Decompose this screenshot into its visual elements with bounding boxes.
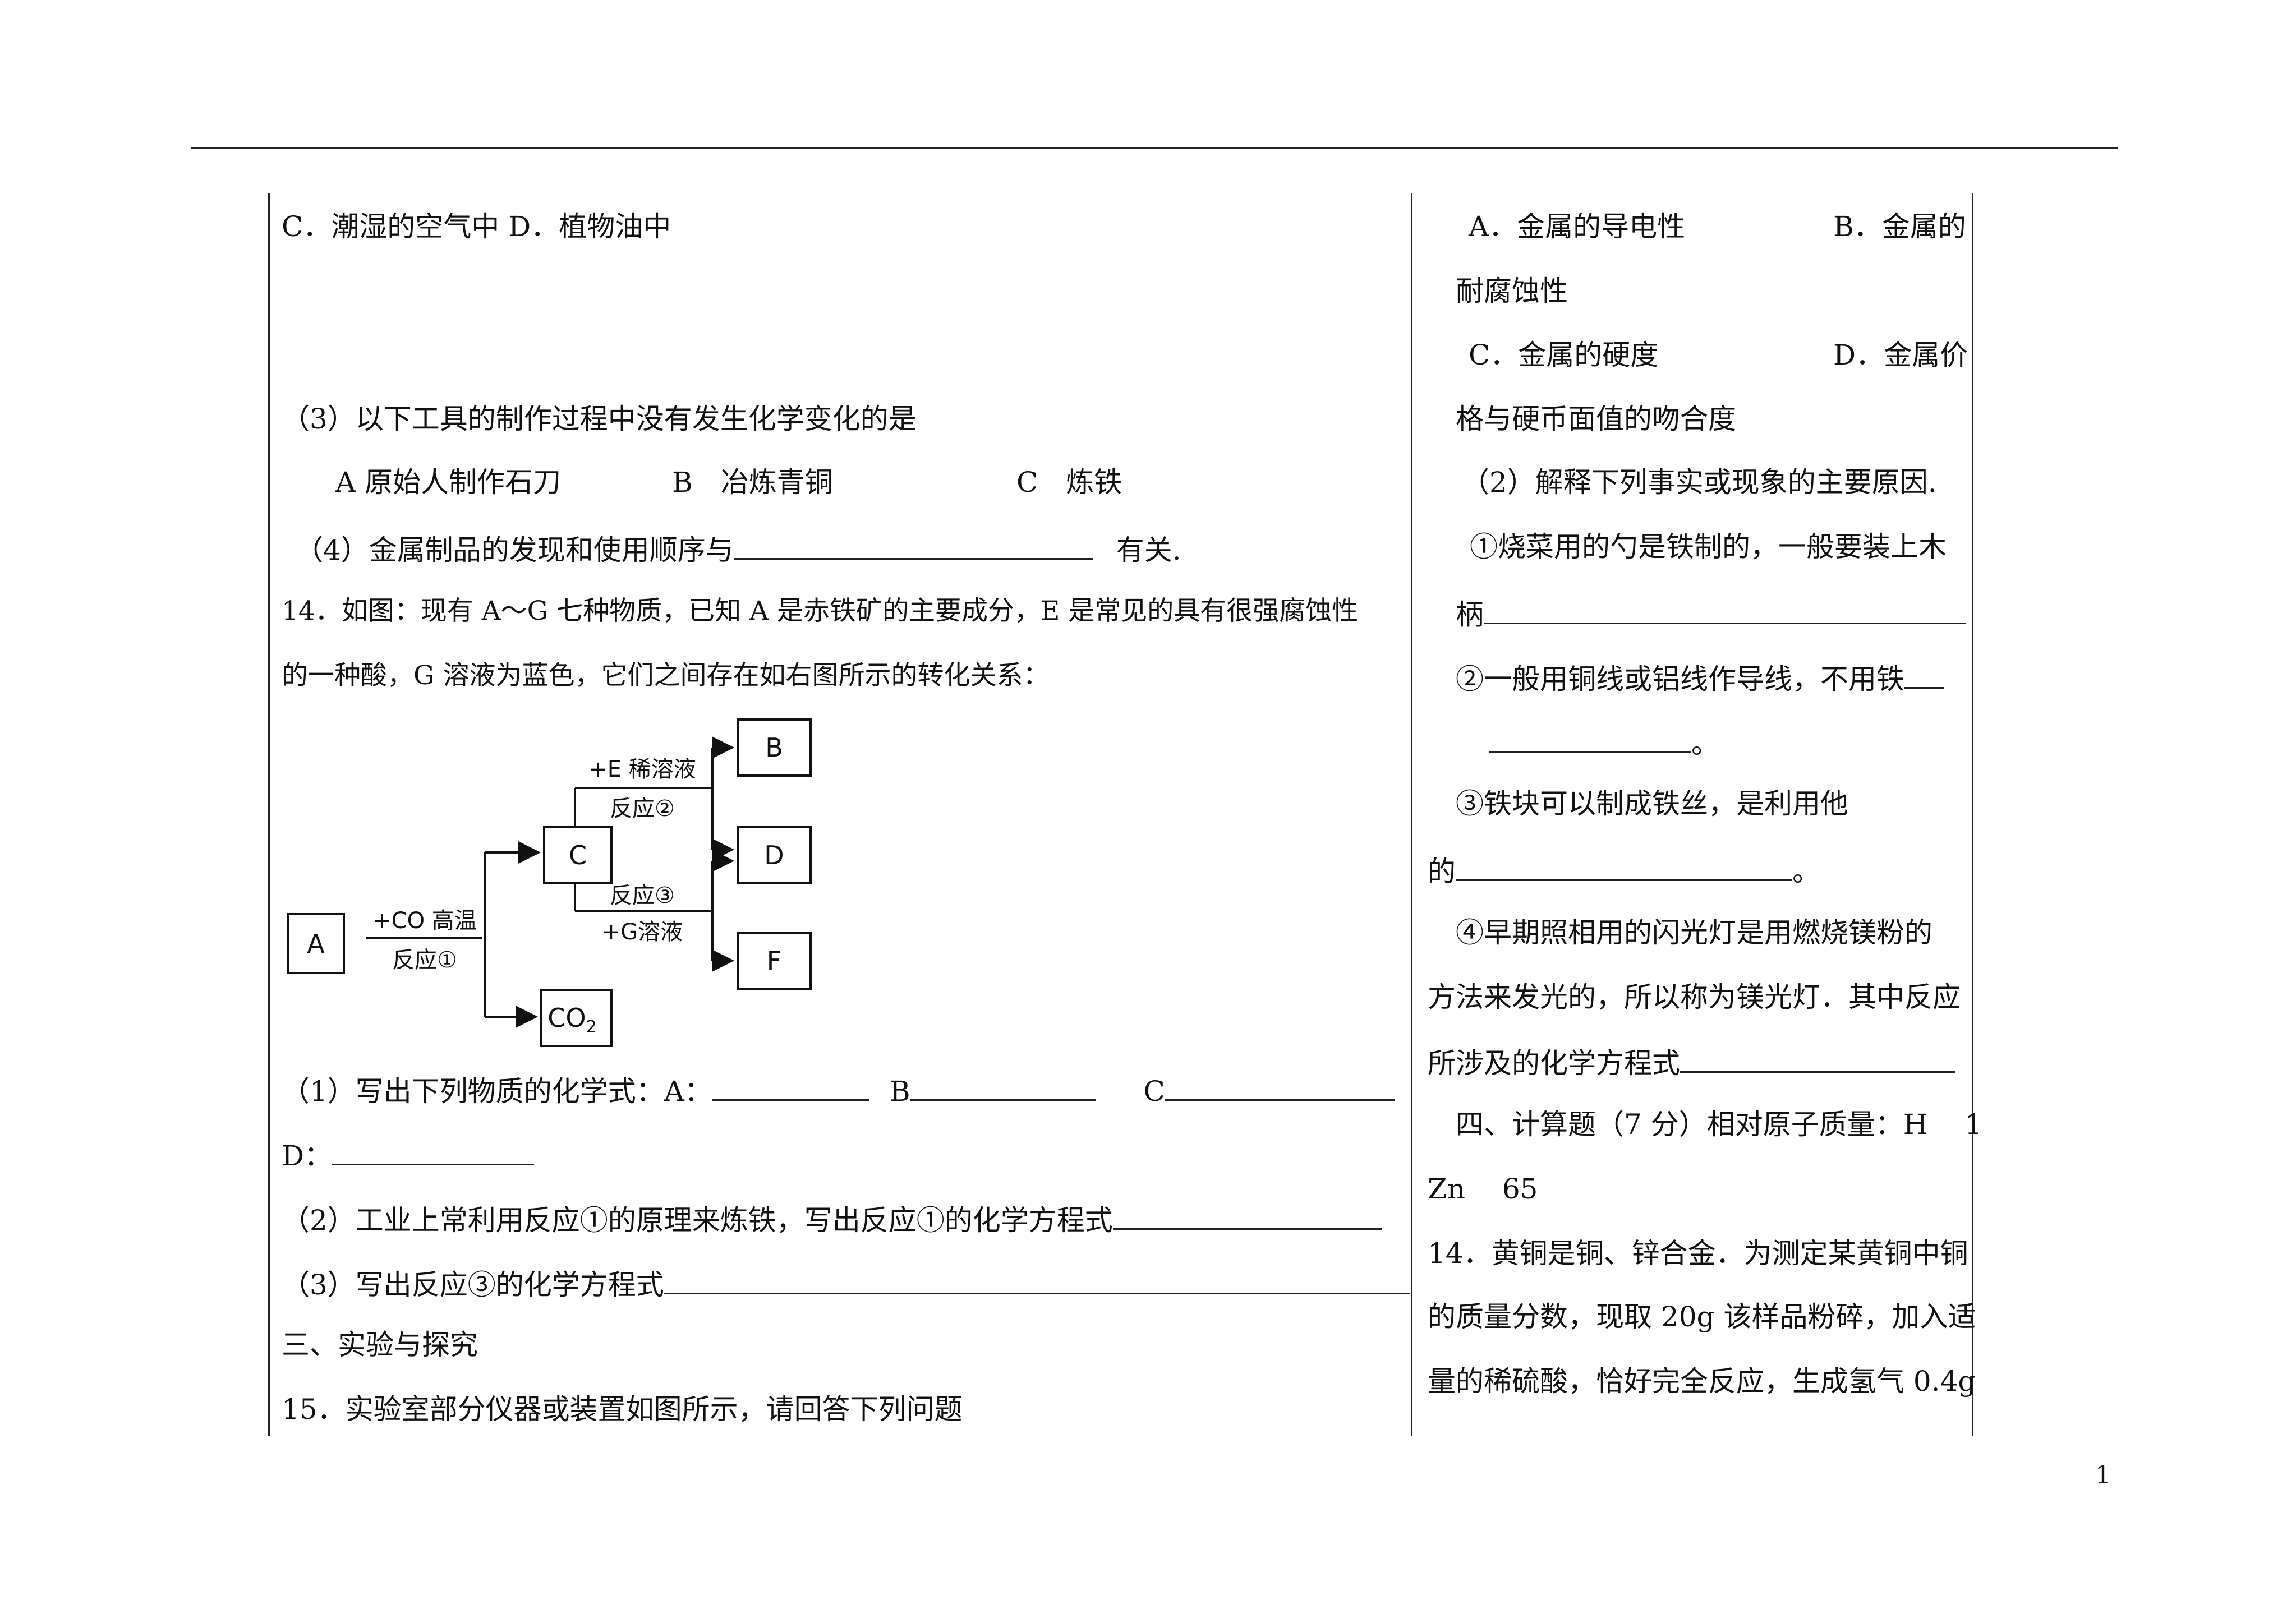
header-rule <box>191 147 2118 149</box>
cond3-reaction: 反应③ <box>610 883 675 909</box>
sub3-text: （3）写出反应③的化学方程式 <box>282 1269 664 1301</box>
q3-option-c: C 炼铁 <box>1016 466 1122 499</box>
sub1-text: （1）写出下列物质的化学式：A： <box>282 1075 712 1108</box>
blank-reason-2a[interactable] <box>1904 659 1944 689</box>
reason-4-line1: ④早期照相用的闪光灯是用燃烧镁粉的 <box>1456 916 1932 949</box>
option-d-cont: 格与硬币面值的吻合度 <box>1456 403 1736 435</box>
calc-question-line3: 量的稀硫酸，恰好完全反应，生成氢气 0.4g <box>1428 1365 1976 1398</box>
sub1-b-label: B <box>889 1075 910 1108</box>
question-2-explain: （2）解释下列事实或现象的主要原因. <box>1461 466 1937 499</box>
question-3: （3）以下工具的制作过程中没有发生化学变化的是 <box>282 403 917 435</box>
label-a: A <box>307 929 325 959</box>
reason-4-line2: 方法来发光的，所以称为镁光灯．其中反应 <box>1428 981 1961 1013</box>
blank-reaction1[interactable] <box>1112 1200 1382 1230</box>
cond3-reagent: +G溶液 <box>602 919 683 945</box>
cond1-reagent: +CO 高温 <box>372 908 477 934</box>
label-f: F <box>767 946 781 976</box>
cond2-reaction: 反应② <box>610 796 675 822</box>
label-b: B <box>765 732 783 763</box>
q4-text: （4）金属制品的发现和使用顺序与 <box>295 534 734 566</box>
q4-answer-blank[interactable] <box>733 530 1093 560</box>
sub-question-1: （1）写出下列物质的化学式：A： B C <box>282 1071 1395 1108</box>
box-f <box>737 932 812 990</box>
option-line-cd: C．潮湿的空气中 D．植物油中 <box>282 210 671 243</box>
option-a: A．金属的导电性 <box>1469 210 1686 243</box>
question-14-line2: 的一种酸，G 溶液为蓝色，它们之间存在如右图所示的转化关系： <box>282 660 1050 691</box>
option-c: C．金属的硬度 <box>1469 339 1659 371</box>
reason-2-end: 。 <box>1691 727 1719 760</box>
right-border <box>1972 193 1973 1436</box>
reason-1-line1: ①烧菜用的勺是铁制的，一般要装上木 <box>1470 531 1947 563</box>
blank-c[interactable] <box>1165 1071 1395 1101</box>
sub1-d-label: D： <box>282 1140 333 1172</box>
reason-3-line1: ③铁块可以制成铁丝，是利用他 <box>1456 787 1848 820</box>
question-15: 15．实验室部分仪器或装置如图所示，请回答下列问题 <box>282 1393 963 1426</box>
sub-question-2: （2）工业上常利用反应①的原理来炼铁，写出反应①的化学方程式 <box>282 1200 1382 1237</box>
left-border <box>268 193 270 1436</box>
conversion-diagram: A B C D F CO2 +CO 高温 反应① +E 稀溶液 反应② 反应③ … <box>287 718 812 1047</box>
reason-3-end: 。 <box>1792 855 1820 888</box>
reason-2-line1: ②一般用铜线或铝线作导线，不用铁 <box>1456 659 1944 696</box>
q4-suffix: 有关. <box>1116 534 1181 566</box>
box-a <box>287 913 345 974</box>
section-3-heading: 三、实验与探究 <box>282 1329 478 1361</box>
reason-1-text: 柄 <box>1456 598 1484 631</box>
sub2-text: （2）工业上常利用反应①的原理来炼铁，写出反应①的化学方程式 <box>282 1204 1113 1237</box>
sub1-c-label: C <box>1143 1075 1165 1108</box>
blank-reason-4[interactable] <box>1680 1043 1955 1073</box>
blank-reason-2b[interactable] <box>1489 723 1691 753</box>
blank-d[interactable] <box>332 1136 535 1165</box>
section-4-heading: 四、计算题（7 分）相对原子质量：H 1 <box>1456 1108 1983 1141</box>
reason-2-line2: 。 <box>1489 723 1719 760</box>
blank-a[interactable] <box>712 1071 869 1101</box>
option-b: B．金属的 <box>1833 210 1966 243</box>
label-d: D <box>764 840 784 870</box>
reason-2-text: ②一般用铜线或铝线作导线，不用铁 <box>1456 663 1904 695</box>
cond2-reagent: +E 稀溶液 <box>588 757 696 782</box>
blank-reason-3[interactable] <box>1456 851 1792 881</box>
reason-4-line3: 所涉及的化学方程式 <box>1428 1043 1955 1080</box>
question-14-line1: 14．如图：现有 A～G 七种物质，已知 A 是赤铁矿的主要成分，E 是常见的具… <box>282 596 1359 626</box>
atomic-mass-zn: Zn 65 <box>1428 1173 1538 1205</box>
box-co2 <box>540 989 613 1047</box>
calc-question-line2: 的质量分数，现取 20g 该样品粉碎，加入适 <box>1428 1301 1976 1333</box>
reason-1-line2: 柄 <box>1456 594 1966 631</box>
q3-option-b: B 冶炼青铜 <box>672 466 833 499</box>
calc-question-line1: 14．黄铜是铜、锌合金．为测定某黄铜中铜 <box>1428 1237 1968 1270</box>
label-c: C <box>569 840 587 870</box>
sub-question-1-d: D： <box>282 1136 535 1173</box>
option-d: D．金属价 <box>1833 339 1968 371</box>
page-number: 1 <box>2095 1461 2111 1490</box>
blank-b[interactable] <box>910 1071 1096 1101</box>
reason-4-text: 所涉及的化学方程式 <box>1428 1047 1680 1080</box>
box-d <box>737 826 812 884</box>
option-b-cont: 耐腐蚀性 <box>1456 275 1568 307</box>
sub-question-3: （3）写出反应③的化学方程式 <box>282 1265 1410 1302</box>
reason-3-text: 的 <box>1428 855 1456 888</box>
box-b <box>737 718 812 777</box>
q3-option-a: A 原始人制作石刀 <box>335 466 562 499</box>
reason-3-line2: 的。 <box>1428 851 1820 888</box>
label-co2: CO2 <box>547 1003 596 1037</box>
question-4: （4）金属制品的发现和使用顺序与 有关. <box>295 530 1181 567</box>
column-divider <box>1411 193 1412 1436</box>
cond1-reaction: 反应① <box>392 947 457 973</box>
blank-reaction3[interactable] <box>664 1265 1410 1294</box>
blank-reason-1[interactable] <box>1484 594 1966 624</box>
box-c <box>543 826 613 884</box>
